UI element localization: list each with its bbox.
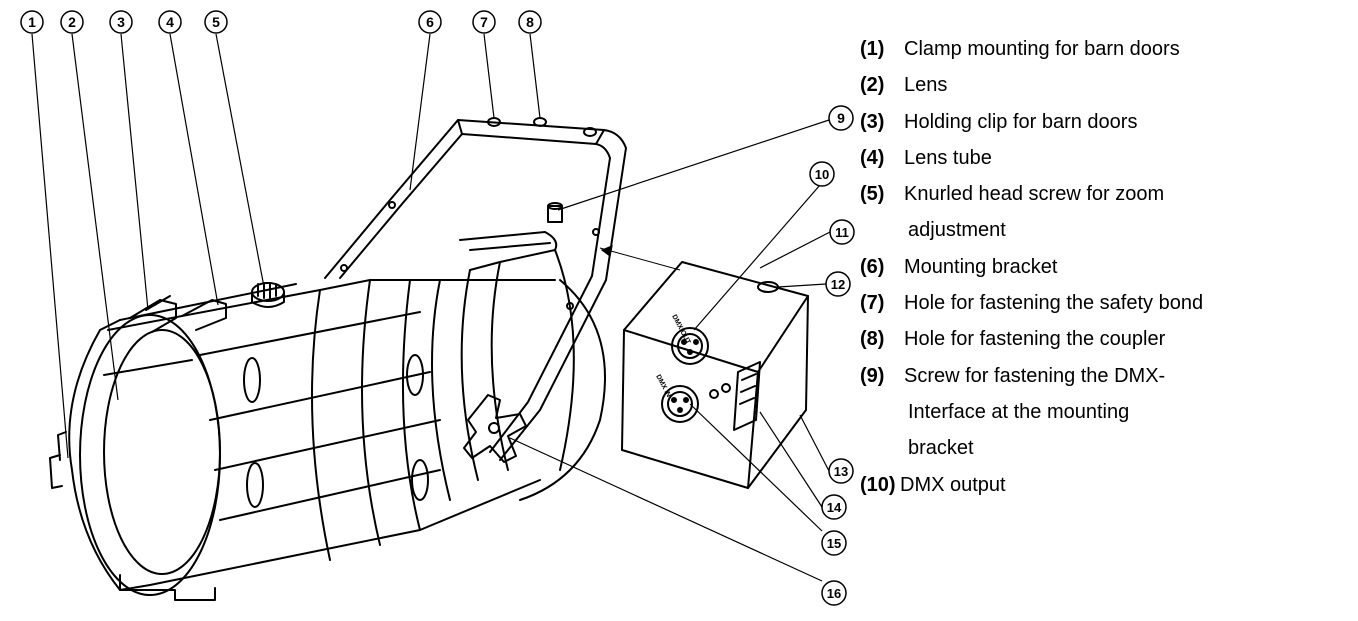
legend-number: (9) [860, 364, 885, 387]
callout-1: 1 [28, 14, 36, 30]
legend-line: Interface at the mounting [908, 400, 1130, 423]
legend-item: (7) Hole for fastening the safety bond [860, 292, 1352, 314]
legend-text: Lens tube [904, 147, 1352, 169]
legend-item: (5) Knurled head screw for zoom adjustme… [860, 183, 1352, 241]
callout-12: 12 [831, 277, 845, 292]
legend-line: adjustment [908, 219, 1006, 242]
legend-line: bracket [908, 437, 974, 460]
legend-item: (10) DMX output [860, 474, 1352, 496]
callout-15: 15 [827, 536, 841, 551]
xlr-in [661, 385, 699, 423]
mounting-bracket-inner [339, 133, 611, 453]
callout-11: 11 [835, 225, 849, 240]
legend-item: (4) Lens tube [860, 147, 1352, 169]
legend-item: (1) Clamp mounting for barn doors [860, 38, 1352, 60]
legend-number: (3) [860, 110, 885, 133]
legend-text: Knurled head screw for zoom adjustment [904, 183, 1352, 241]
legend-item: (9) Screw for fastening the DMX- Interfa… [860, 365, 1352, 460]
xlr-out [671, 327, 709, 365]
legend-text: Lens [904, 74, 1352, 96]
legend-number: (5) [860, 183, 885, 206]
dmx-screw [547, 205, 563, 223]
callout-16: 16 [827, 586, 841, 601]
legend-line: Screw for fastening the DMX- [904, 364, 1166, 387]
mounting-bracket [324, 119, 627, 461]
callout-2: 2 [68, 14, 76, 30]
legend-text: Hole for fastening the coupler [904, 328, 1352, 350]
callout-4: 4 [166, 14, 174, 30]
legend-number: (8) [860, 328, 885, 351]
legend-line: Lens [904, 74, 948, 97]
dmx-in-label: DMX IN [654, 374, 672, 399]
legend-number: (10) [860, 473, 896, 496]
legend-text: Screw for fastening the DMX- Interface a… [904, 365, 1352, 460]
legend-text: DMX output [900, 474, 1352, 496]
callout-8: 8 [526, 14, 534, 30]
callout-5: 5 [212, 14, 220, 30]
callout-10: 10 [815, 167, 829, 182]
legend-number: (2) [860, 74, 885, 97]
legend-text: Clamp mounting for barn doors [904, 38, 1352, 60]
legend-line: Hole for fastening the coupler [904, 328, 1166, 351]
callout-14: 14 [827, 500, 842, 515]
callout-7: 7 [480, 14, 488, 30]
legend-number: (4) [860, 146, 885, 169]
legend-line: Holding clip for barn doors [904, 110, 1138, 133]
legend-text: Hole for fastening the safety bond [904, 292, 1352, 314]
legend-number: (6) [860, 255, 885, 278]
legend-line: Mounting bracket [904, 255, 1058, 278]
legend-line: Hole for fastening the safety bond [904, 292, 1204, 315]
dip-switch [733, 361, 761, 431]
legend-item: (8) Hole for fastening the coupler [860, 328, 1352, 350]
bracket-hole-end [583, 127, 597, 137]
legend-line: Lens tube [904, 146, 992, 169]
clamp-mounting [49, 454, 63, 489]
legend-line: DMX output [900, 473, 1006, 496]
callout-9: 9 [837, 110, 845, 126]
legend-number: (7) [860, 292, 885, 315]
legend-text: Holding clip for barn doors [904, 111, 1352, 133]
legend-item: (2) Lens [860, 74, 1352, 96]
legend-item: (3) Holding clip for barn doors [860, 111, 1352, 133]
callout-circles [20, 10, 855, 606]
legend: (1) Clamp mounting for barn doors (2) Le… [860, 38, 1352, 510]
legend-number: (1) [860, 38, 885, 60]
callout-3: 3 [117, 14, 125, 30]
bracket-knob [463, 394, 527, 463]
legend-line: Clamp mounting for barn doors [904, 38, 1180, 60]
holding-clip [129, 299, 177, 333]
legend-item: (6) Mounting bracket [860, 256, 1352, 278]
legend-text: Mounting bracket [904, 256, 1352, 278]
callout-13: 13 [834, 464, 848, 479]
callout-6: 6 [426, 14, 434, 30]
legend-line: Knurled head screw for zoom [904, 183, 1165, 206]
dmx-interface-box [623, 261, 809, 373]
